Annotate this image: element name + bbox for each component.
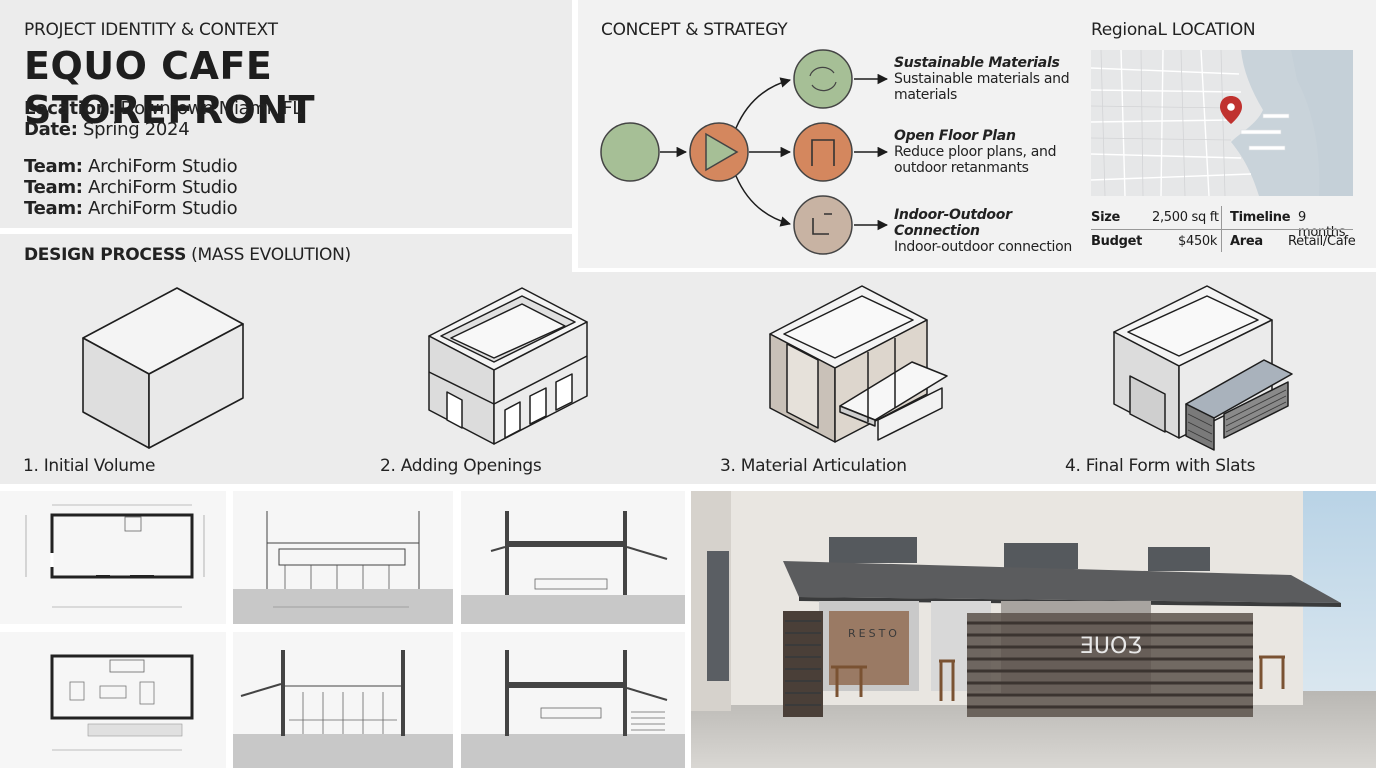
connection-node — [793, 195, 853, 255]
canopy-section-drawing — [461, 632, 685, 768]
floor-plan-icon — [811, 139, 835, 166]
floor-plan-node — [793, 122, 853, 182]
stats-divider — [1091, 229, 1353, 230]
strategy-body: Reduce ploor plans, and outdoor retanman… — [894, 144, 1057, 176]
step-label: 3. Material Articulation — [720, 456, 907, 476]
massing-step-1 — [82, 287, 244, 449]
timeline-value: 9 months — [1298, 210, 1346, 240]
strategy-body: Sustainable materials and materials — [894, 71, 1070, 103]
design-process-panel: 1. Initial Volume 2. Adding Openings 3. … — [0, 272, 1376, 484]
process-title-bold: DESIGN PROCESS — [24, 245, 187, 265]
date-value: Spring 2024 — [83, 119, 190, 140]
step-label: 2. Adding Openings — [380, 456, 542, 476]
design-process-header: DESIGN PROCESS (MASS EVOLUTION) — [0, 234, 572, 274]
play-icon — [705, 132, 739, 172]
project-stats: Size 2,500 sq ft Timeline 9 months Budge… — [1091, 206, 1356, 252]
process-title: DESIGN PROCESS (MASS EVOLUTION) — [24, 245, 351, 265]
team-value: ArchiForm Studio — [88, 156, 238, 177]
strategy-heading: Indoor-Outdoor Connection — [894, 207, 1012, 239]
stats-divider — [1221, 206, 1222, 252]
strategy-floor-plan: Open Floor Plan Reduce ploor plans, and … — [894, 128, 1084, 176]
corner-icon — [812, 213, 832, 235]
concept-strategy-panel: CONCEPT & STRATEGY Sustainable Materials… — [578, 0, 1376, 268]
project-identity-panel: PROJECT IDENTITY & CONTEXT EQUO CAFE STO… — [0, 0, 572, 228]
location-title: RegionaL LOCATION — [1091, 20, 1256, 40]
budget-value: $450k — [1178, 234, 1218, 249]
project-title: EQUO CAFE STOREFRONT — [24, 44, 316, 132]
step-label: 1. Initial Volume — [23, 456, 156, 476]
strategy-heading: Open Floor Plan — [894, 128, 1016, 144]
elevation-drawing — [233, 491, 453, 624]
strategy-connection: Indoor-Outdoor Connection Indoor-outdoor… — [894, 207, 1084, 255]
furnished-plan-drawing — [0, 632, 226, 768]
storefront-render: ƎUOƷ RESTO — [691, 491, 1376, 768]
strategy-sustainable: Sustainable Materials Sustainable materi… — [894, 55, 1084, 103]
size-key: Size — [1091, 210, 1121, 225]
regional-map — [1091, 50, 1353, 196]
concept-diagram — [600, 49, 889, 255]
team-key: Team: — [24, 156, 83, 177]
team-key: Team: — [24, 198, 83, 219]
floor-plan-drawing — [0, 491, 226, 624]
area-value: Retail/Cafe — [1288, 234, 1356, 249]
step-label: 4. Final Form with Slats — [1065, 456, 1256, 476]
strategy-body: Indoor-outdoor connection — [894, 239, 1072, 255]
location-value: Downtown Miami, FL — [120, 98, 303, 119]
location-key: Location: — [24, 98, 116, 119]
cycle-icon — [809, 66, 837, 92]
identity-kicker: PROJECT IDENTITY & CONTEXT — [24, 20, 278, 40]
team-key: Team: — [24, 177, 83, 198]
mass-evolution-diagrams — [82, 285, 1293, 451]
concept-title: CONCEPT & STRATEGY — [601, 20, 788, 40]
massing-step-3 — [769, 285, 948, 443]
team-value: ArchiForm Studio — [88, 177, 238, 198]
massing-step-4 — [1113, 285, 1293, 451]
date-line: Date: Spring 2024 — [24, 119, 190, 140]
sustainable-node — [793, 49, 853, 109]
sign-text: ƎUOƷ — [1080, 634, 1142, 659]
area-key: Area — [1230, 234, 1263, 249]
interior-section-drawing — [233, 632, 453, 768]
team-line: Team: ArchiForm Studio — [24, 198, 238, 219]
strategy-heading: Sustainable Materials — [894, 55, 1060, 71]
massing-step-2 — [428, 287, 588, 445]
location-line: Location: Downtown Miami, FL — [24, 98, 302, 119]
start-node — [600, 122, 660, 182]
team-line: Team: ArchiForm Studio — [24, 156, 238, 177]
timeline-key: Timeline — [1230, 210, 1291, 225]
size-value: 2,500 sq ft — [1152, 210, 1219, 225]
section-drawing — [461, 491, 685, 624]
process-title-rest: (MASS EVOLUTION) — [191, 245, 351, 265]
team-line: Team: ArchiForm Studio — [24, 177, 238, 198]
budget-key: Budget — [1091, 234, 1143, 249]
date-key: Date: — [24, 119, 78, 140]
sign-subtext: RESTO — [848, 627, 900, 640]
team-value: ArchiForm Studio — [88, 198, 238, 219]
